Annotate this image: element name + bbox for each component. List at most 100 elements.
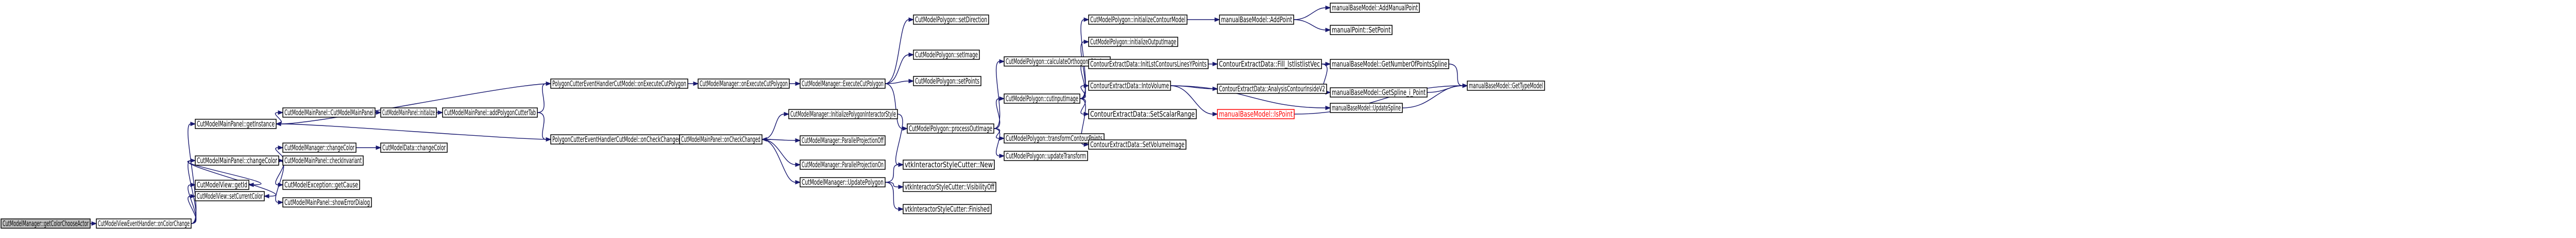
node-vtkinteractorstylecutter-visibilityoff[interactable]: vtkInteractorStyleCutter::VisibilityOff: [903, 182, 996, 192]
node-vtkinteractorstylecutter-new[interactable]: vtkInteractorStyleCutter::New: [903, 160, 995, 170]
node-cutmodelmainpanel-initialize[interactable]: CutModelMainPanel::initialize: [380, 107, 437, 118]
node-box: [282, 180, 360, 190]
call-edge-manualbasemodel-getnumberofpointsspline-to-manualbasemodel-gettypemodel: [1448, 64, 1468, 88]
node-cutmodelmanager-getcolorchooseactor[interactable]: CutModelManager::getColorChooseActor: [1, 218, 91, 229]
call-graph-nodes: CutModelManager::getColorChooseActor CutM…: [1, 3, 1545, 229]
node-label: CutModelPolygon::initializeContourModel: [1090, 15, 1185, 24]
node-label: CutModelManager::onExecuteCutPolygon: [700, 79, 788, 88]
node-label: CutModelView::getId: [197, 180, 247, 189]
node-box: [195, 155, 279, 166]
node-cutmodelpolygon-setpoints[interactable]: CutModelPolygon::setPoints: [913, 76, 981, 86]
node-box: [913, 50, 980, 60]
node-label: CutModelManager::ParallelProjectionOff: [802, 136, 884, 145]
node-box: [1004, 133, 1105, 144]
node-manualpoint-setpoint[interactable]: manualPoint::SetPoint: [1330, 25, 1393, 35]
node-label: CutModelPolygon::setImage: [915, 50, 978, 59]
call-edge-cutmodelpolygon-cutinputimage-to-contourextractdata-intovolume: [1079, 83, 1090, 99]
node-cutmodelpolygon-calculateorthogonalvectors[interactable]: CutModelPolygon::calculateOrthogonalVect…: [1004, 56, 1111, 67]
node-contourextractdata-setscalarrange[interactable]: ContourExtractData::SetScalarRange: [1088, 109, 1197, 119]
node-cutmodelpolygon-initializeoutputimage[interactable]: CutModelPolygon::initializeOutputImage: [1088, 37, 1178, 47]
node-cutmodelvieweventhandler-oncolorchange[interactable]: CutModelViewEventHandler::onColorChange: [96, 218, 192, 229]
node-cutmodelmainpanel-getinstance[interactable]: CutModelMainPanel::getInstance: [195, 119, 277, 129]
node-cutmodelmainpanel-addpolygoncuttertab[interactable]: CutModelMainPanel::addPolygonCutterTab: [442, 107, 538, 118]
node-cutmodelmanager-parallelprojectionon[interactable]: CutModelManager::ParallelProjectionOn: [800, 160, 886, 170]
node-cutmodelmainpanel-changecolor[interactable]: CutModelMainPanel::changeColor: [195, 155, 279, 166]
node-manualbasemodel-addpoint[interactable]: manualBaseModel::AddPoint: [1219, 14, 1294, 25]
call-edge-cutmodelmainpanel-changecolor-to-cutmodelview-setcurrentcolor: [188, 160, 277, 199]
call-edge-contourextractdata-initlstcontourslinesypoints-to-contourextractdata-fill-lstlistlistvec: [1208, 61, 1218, 67]
node-contourextractdata-intovolume[interactable]: ContourExtractData::IntoVolume: [1088, 81, 1171, 91]
node-manualbasemodel-ispoint[interactable]: manualBaseModel::IsPoint: [1217, 109, 1295, 119]
call-edge-cutmodelpolygon-initializecontourmodel-to-manualbasemodel-addpoint: [1187, 17, 1221, 22]
node-manualbasemodel-updatespline[interactable]: manualBaseModel::UpdateSpline: [1330, 103, 1403, 113]
node-cutmodelpolygon-initializecontourmodel[interactable]: CutModelPolygon::initializeContourModel: [1088, 14, 1188, 25]
node-box: [282, 155, 364, 166]
node-box: [380, 142, 448, 153]
node-cutmodelpolygon-cutinputimage[interactable]: CutModelPolygon::cutInputImage: [1004, 93, 1080, 104]
node-manualbasemodel-gettypemodel[interactable]: manualBaseModel::GetTypeModel: [1467, 81, 1545, 91]
node-cutmodelmanager-parallelprojectionoff[interactable]: CutModelManager::ParallelProjectionOff: [800, 135, 886, 146]
node-cutmodeldata-changecolor[interactable]: CutModelData::changeColor: [380, 142, 448, 153]
node-label: CutModelException::getCause: [284, 180, 358, 189]
node-box: [1004, 151, 1088, 161]
node-contourextractdata-fill-lstlistlistvec[interactable]: ContourExtractData::Fill_lstlistlistVec: [1217, 59, 1322, 69]
node-label: CutModelPolygon::calculateOrthogonalVect…: [1006, 57, 1109, 66]
node-box: [788, 109, 898, 119]
call-edge-cutmodelvieweventhandler-oncolorchange-to-cutmodelview-setcurrentcolor: [188, 194, 197, 224]
node-cutmodelmainpanel-cutmodelmainpanel[interactable]: CutModelMainPanel::CutModelMainPanel: [282, 107, 376, 118]
node-cutmodelmanager-changecolor[interactable]: CutModelManager::changeColor: [282, 142, 357, 153]
node-cutmodelpolygon-transformcontourpoints[interactable]: CutModelPolygon::transformContourPoints: [1004, 133, 1105, 144]
node-cutmodelview-setcurrentcolor[interactable]: CutModelView::setCurrentColor: [195, 191, 265, 201]
node-cutmodelmanager-executecutpolygon[interactable]: CutModelManager::ExecuteCutPolygon: [800, 78, 886, 89]
node-box: [698, 78, 790, 89]
node-contourextractdata-initlstcontourslinesypoints[interactable]: ContourExtractData::InitLstContoursLines…: [1088, 59, 1209, 69]
node-cutmodelmanager-updatepolygon[interactable]: CutModelManager::UpdatePolygon: [800, 177, 886, 187]
node-label: CutModelPolygon::updateTransform: [1006, 151, 1086, 161]
call-edge-contourextractdata-intovolume-to-manualbasemodel-ispoint: [1170, 85, 1218, 117]
node-manualbasemodel-addmanualpoint[interactable]: manualBaseModel::AddManualPoint: [1330, 3, 1420, 13]
node-label: CutModelMainPanel::CutModelMainPanel: [284, 108, 374, 117]
call-graph-edges: [88, 5, 1468, 226]
node-box: [1219, 14, 1294, 25]
call-edge-cutmodelmanager-updatepolygon-to-vtkinteractorstylecutter-finished: [885, 182, 904, 212]
node-manualbasemodel-getspline-i-point[interactable]: manualBaseModel::GetSpline_i_Point: [1330, 87, 1428, 98]
node-cutmodelexception-getcause[interactable]: CutModelException::getCause: [282, 180, 360, 190]
node-cutmodelmanager-initializepolygoninteractorstyle[interactable]: CutModelManager::InitializePolygonIntera…: [788, 109, 898, 119]
node-manualbasemodel-getnumberofpointsspline[interactable]: manualBaseModel::GetNumberOfPointsSpline: [1330, 59, 1449, 69]
node-label: ContourExtractData::SetScalarRange: [1090, 109, 1195, 119]
node-box: [1, 218, 91, 229]
node-box: [1330, 87, 1428, 98]
call-edge-manualbasemodel-getspline-i-point-to-manualbasemodel-gettypemodel: [1427, 83, 1468, 93]
node-contourextractdata-setvolumeimage[interactable]: ContourExtractData::SetVolumeImage: [1088, 139, 1187, 150]
node-vtkinteractorstylecutter-finished[interactable]: vtkInteractorStyleCutter::Finished: [903, 204, 992, 214]
call-edge-polygoncuttereventhandlercutmodel-onexecutecutpolygon-to-cutmodelmainpanel-getinstance: [275, 83, 551, 126]
node-box: [679, 134, 762, 145]
node-label: vtkInteractorStyleCutter::New: [905, 160, 993, 169]
call-edge-cutmodelmanager-executecutpolygon-to-cutmodelpolygon-setpoints: [885, 78, 914, 84]
node-cutmodelpolygon-updatetransform[interactable]: CutModelPolygon::updateTransform: [1004, 151, 1088, 161]
node-cutmodelmainpanel-oncheckchanged[interactable]: CutModelMainPanel::onCheckChanged: [679, 134, 762, 145]
call-edge-cutmodelmanager-updatepolygon-to-vtkinteractorstylecutter-new: [885, 162, 904, 183]
node-box: [1217, 59, 1322, 69]
node-box: [1330, 103, 1403, 113]
node-cutmodelpolygon-setimage[interactable]: CutModelPolygon::setImage: [913, 50, 980, 60]
node-box: [1330, 59, 1449, 69]
node-cutmodelmainpanel-showerrordialog[interactable]: CutModelMainPanel::showErrorDialog: [282, 197, 372, 208]
node-box: [800, 177, 886, 187]
node-contourextractdata-analysiscontourinsidev2[interactable]: ContourExtractData::AnalysisContourInsid…: [1217, 84, 1327, 94]
node-label: CutModelMainPanel::checkInvariant: [284, 156, 362, 165]
node-box: [800, 78, 886, 89]
node-label: CutModelMainPanel::onCheckChanged: [681, 135, 760, 144]
call-edge-cutmodelmanager-onexecutecutpolygon-to-cutmodelmanager-executecutpolygon: [789, 81, 801, 86]
node-label: CutModelPolygon::setDirection: [915, 15, 987, 24]
node-box: [195, 180, 249, 190]
node-cutmodelpolygon-setdirection[interactable]: CutModelPolygon::setDirection: [913, 14, 989, 25]
node-label: CutModelManager::UpdatePolygon: [802, 178, 884, 187]
node-polygoncuttereventhandlercutmodel-onexecutecutpolygon[interactable]: PolygonCutterEventHandlerCutModel::onExe…: [550, 78, 688, 89]
node-cutmodelmanager-onexecutecutpolygon[interactable]: CutModelManager::onExecuteCutPolygon: [698, 78, 790, 89]
node-polygoncuttereventhandlercutmodel-oncheckchanged[interactable]: PolygonCutterEventHandlerCutModel::onChe…: [550, 134, 683, 145]
node-label: manualPoint::SetPoint: [1332, 25, 1391, 35]
node-cutmodelpolygon-processoutimage[interactable]: CutModelPolygon::processOutImage: [907, 123, 994, 134]
node-cutmodelmainpanel-checkinvariant[interactable]: CutModelMainPanel::checkInvariant: [282, 155, 364, 166]
node-cutmodelview-getid[interactable]: CutModelView::getId: [195, 180, 249, 190]
